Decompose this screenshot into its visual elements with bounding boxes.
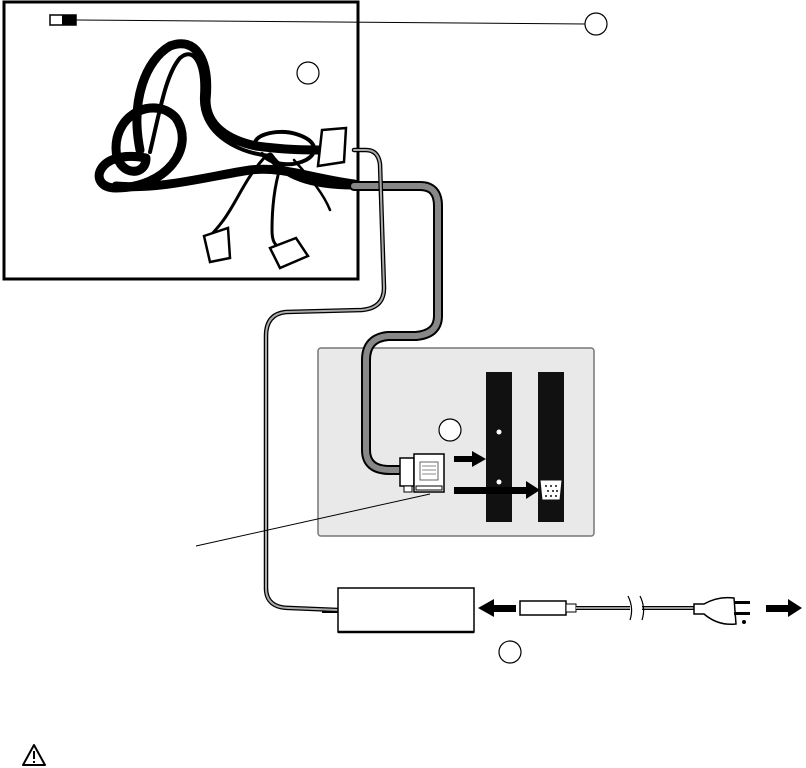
power-cord [576, 596, 694, 620]
warning-triangle-icon [23, 745, 45, 765]
adapter-arrow [478, 599, 516, 617]
callout-circle-adapter [499, 641, 521, 663]
callout-circle-switch [585, 13, 607, 35]
computer-back-panel [318, 348, 594, 536]
wall-plug-icon [694, 598, 750, 625]
callout-circle-monitor [297, 62, 319, 84]
dc-plug [520, 601, 576, 615]
power-adapter [322, 588, 474, 632]
callout-circle-port [439, 419, 461, 441]
monitor-power-switch [50, 15, 76, 25]
outlet-arrow [766, 599, 802, 617]
dsub-connector-plug [400, 454, 444, 492]
